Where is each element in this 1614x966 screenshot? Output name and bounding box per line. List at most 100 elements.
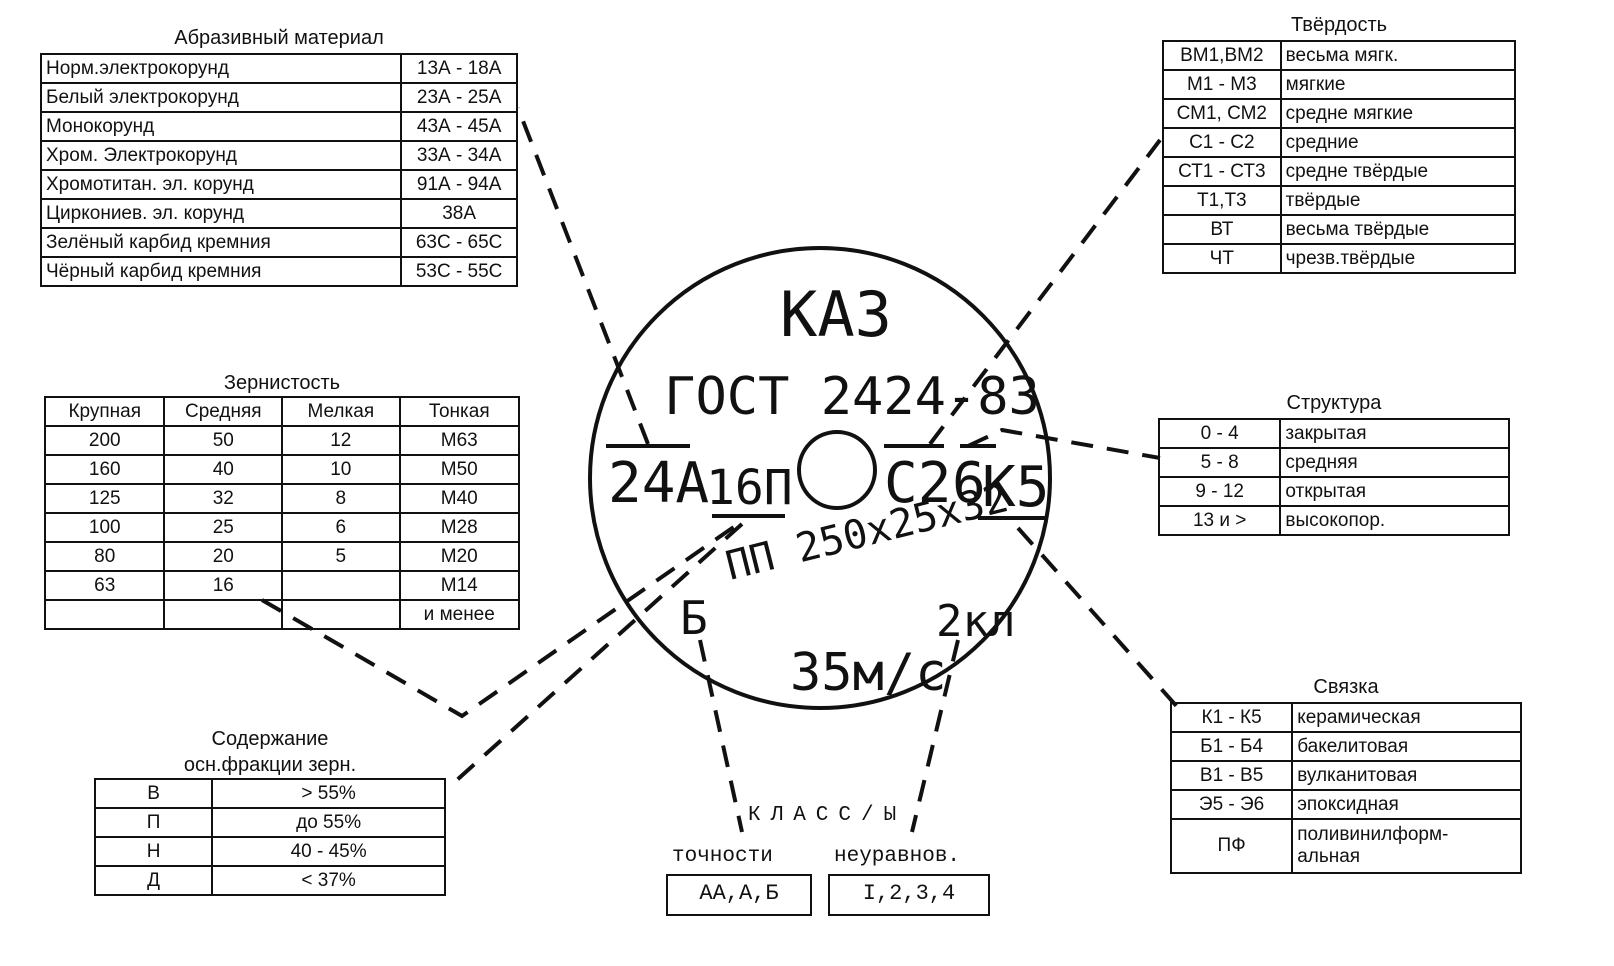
hardness-row-cell: ВТ — [1162, 214, 1282, 245]
grain-row-cell: 12 — [281, 425, 401, 456]
leader-bond — [1016, 526, 1182, 712]
grain-row-cell — [281, 570, 401, 601]
grain-row-cell: 20 — [163, 541, 284, 572]
content-row-cell: Н — [93, 836, 214, 867]
grain-row-cell: 200 — [43, 425, 166, 456]
content-row-cell: 40 - 45% — [211, 836, 446, 867]
hardness-code: С2 — [884, 451, 951, 516]
abrasive-row-cell: 13А - 18А — [400, 53, 518, 84]
abrasive-row-cell: Чёрный карбид кремния — [39, 256, 403, 287]
grain-header-medium: Средняя — [163, 396, 284, 427]
content-row-cell: П — [93, 807, 214, 838]
content-row-cell: > 55% — [211, 778, 446, 809]
hardness-row-cell: СТ1 - СТ3 — [1162, 156, 1282, 187]
bond-code: К5 — [982, 455, 1049, 520]
imbalance-values-box: I,2,3,4 — [828, 874, 990, 916]
grain-row-cell: М14 — [398, 570, 520, 601]
abrasive-row-cell: 23А - 25А — [400, 82, 518, 113]
grain-row-cell — [163, 599, 284, 630]
speed-label: 35м/с — [790, 643, 947, 703]
imbalance-label: неуравнов. — [834, 845, 961, 868]
hardness-row-cell: весьма твёрдые — [1279, 214, 1517, 245]
structure-row-cell: открытая — [1279, 476, 1510, 507]
grain-row-cell: 160 — [43, 454, 166, 485]
standard-label: ГОСТ 2424-83 — [664, 367, 1040, 427]
wheel-bore — [797, 430, 877, 510]
grain-row-cell: 6 — [281, 512, 401, 543]
grain-row-cell: 25 — [163, 512, 284, 543]
grain-header-fine: Мелкая — [281, 396, 401, 427]
structure-row-cell: 9 - 12 — [1157, 476, 1282, 507]
bond-row-cell: керамическая — [1291, 702, 1522, 733]
grain-row-cell: 80 — [43, 541, 166, 572]
structure-row: 13 и >высокопор. — [1157, 505, 1510, 536]
grain-row-cell: М28 — [398, 512, 520, 543]
abrasive-row-cell: 33А - 34А — [400, 140, 518, 171]
leader-content — [446, 522, 744, 790]
grain-header-coarse: Крупная — [43, 396, 166, 427]
bond-row-cell: вулканитовая — [1291, 760, 1522, 791]
abrasive-row-cell: Белый электрокорунд — [39, 82, 403, 113]
bond-row-cell: К1 - К5 — [1169, 702, 1294, 733]
hardness-row-cell: мягкие — [1279, 69, 1517, 100]
bond-title: Связка — [1313, 676, 1379, 698]
hardness-row-cell: средне мягкие — [1279, 98, 1517, 129]
grain-row: и менее — [43, 599, 520, 630]
bond-row-cell: поливинилформ- альная — [1291, 818, 1522, 874]
abrasive-row-cell: Зелёный карбид кремния — [39, 227, 403, 258]
leader-grain — [260, 522, 740, 719]
bond-row-cell: ПФ — [1169, 818, 1294, 874]
hardness-row-cell: СМ1, СМ2 — [1162, 98, 1282, 129]
abrasive-row-cell: 43А - 45А — [400, 111, 518, 142]
structure-row-cell: 13 и > — [1157, 505, 1282, 536]
accuracy-letter: Б — [680, 591, 708, 645]
grain-row-cell: 32 — [163, 483, 284, 514]
hardness-row-cell: ВМ1,ВМ2 — [1162, 40, 1282, 71]
hardness-row-cell: средне твёрдые — [1279, 156, 1517, 187]
grain-row-cell: 63 — [43, 570, 166, 601]
grain-row-cell: М50 — [398, 454, 520, 485]
leader-imbalance — [910, 639, 960, 833]
content-row-cell: < 37% — [211, 865, 446, 896]
grain-row-cell — [43, 599, 166, 630]
leader-structure — [967, 427, 1161, 460]
class-code: 2кл — [936, 596, 1015, 647]
grain-row-cell: 50 — [163, 425, 284, 456]
grain-row-cell: 10 — [281, 454, 401, 485]
grain-row-cell: 100 — [43, 512, 166, 543]
structure-row-cell: 0 - 4 — [1157, 418, 1282, 449]
content-row-cell: до 55% — [211, 807, 446, 838]
content-row: Д< 37% — [93, 865, 446, 896]
structure-row-cell: 5 - 8 — [1157, 447, 1282, 478]
accuracy-label: точности — [672, 845, 773, 868]
abrasive-row-cell: 53С - 55С — [400, 256, 518, 287]
abrasive-row-cell: Хром. Электрокорунд — [39, 140, 403, 171]
bond-row-cell: эпоксидная — [1291, 789, 1522, 820]
leader-abrasive — [516, 107, 650, 445]
hardness-row-cell: чрезв.твёрдые — [1279, 243, 1517, 274]
hardness-row-cell: Т1,Т3 — [1162, 185, 1282, 216]
leader-hardness — [928, 138, 1162, 446]
hardness-row-cell: твёрдые — [1279, 185, 1517, 216]
